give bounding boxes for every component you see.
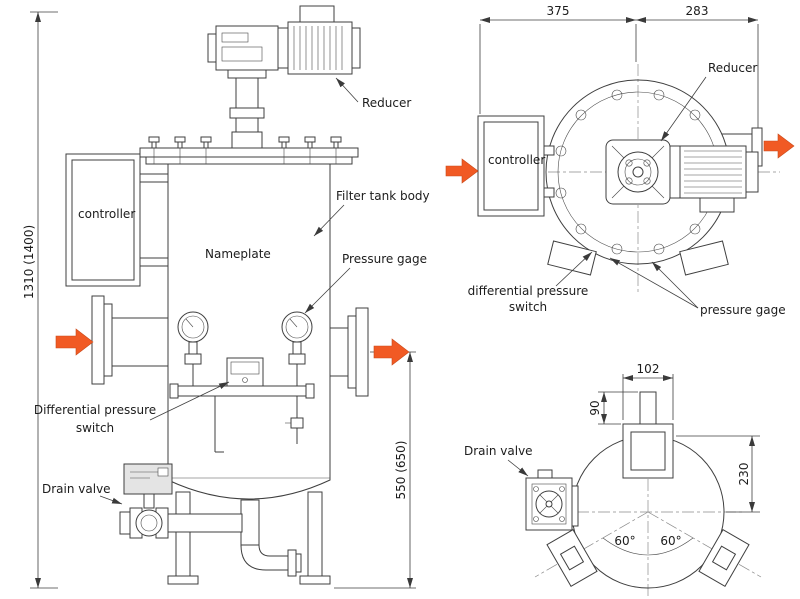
bottom-left-foot-pad: [546, 529, 598, 587]
differential-pressure-switch-shape: [226, 357, 264, 387]
filter-tank-body-shape: [167, 161, 331, 500]
gauge-manifold-assembly: [169, 311, 315, 453]
pressure-gauge-right: [281, 311, 313, 386]
bracket-height-dimension: 90: [588, 391, 638, 425]
inlet-flow-arrow-icon: [55, 328, 94, 356]
front-label-pressure-gage: Pressure gage: [342, 252, 427, 266]
top-view-inlet-flow-arrow-icon: [445, 158, 479, 184]
top-label-reducer: Reducer: [708, 61, 757, 75]
motor-fins: [293, 26, 343, 70]
bottom-right-leg-centerline: [647, 511, 762, 578]
controller-box-top: [477, 115, 555, 217]
controller-box-front: [65, 153, 169, 287]
top-flange: [139, 136, 359, 165]
front-label-drain-valve: Drain valve: [42, 482, 111, 496]
bottom-left-leg-centerline: [534, 511, 649, 578]
bottom-dim-vertical-offset: 230: [737, 463, 751, 486]
front-view: 1310 (1400): [22, 5, 430, 589]
front-label-diff-pressure-1: Differential pressure: [34, 403, 156, 417]
top-width-dimensions: 375 283: [479, 4, 759, 148]
outlet-flow-arrow-icon: [373, 338, 410, 366]
drain-valve-bottom-view: [525, 469, 579, 531]
front-label-reducer: Reducer: [362, 96, 411, 110]
reducer-motor-assembly: [207, 5, 361, 149]
outlet-pipe: [329, 307, 369, 397]
bottom-view: 102 90 230 Drain va: [464, 362, 762, 598]
top-dim-left-width: 375: [547, 4, 570, 18]
bracket-width-dimension: 102: [622, 362, 674, 420]
top-view: 375 283: [445, 4, 795, 317]
front-overall-height-dimension: 1310 (1400): [22, 11, 58, 589]
bottom-label-drain-valve: Drain valve: [464, 444, 533, 458]
top-label-pressure-gage: pressure gage: [700, 303, 786, 317]
front-outlet-height-dimension: 550 (650): [334, 351, 416, 589]
top-view-outlet-flow-arrow-icon: [763, 133, 795, 159]
angle-arc: [602, 537, 694, 556]
bottom-top-bracket: [622, 391, 674, 479]
bottom-angle-left: 60°: [614, 534, 635, 548]
front-label-filter-tank-body: Filter tank body: [336, 189, 430, 203]
front-label-controller: controller: [78, 207, 135, 221]
flange-bolts: [148, 136, 342, 164]
bottom-drain-piping: [165, 499, 302, 577]
reducer-top: [605, 139, 671, 205]
top-dim-right-width: 283: [686, 4, 709, 18]
inlet-pipe: [91, 295, 169, 385]
bottom-dim-bracket-height: 90: [588, 400, 602, 415]
front-dim-total-height: 1310 (1400): [22, 225, 36, 299]
front-view-labels: Reducer controller Filter tank body Name…: [34, 77, 430, 505]
top-label-diff-pressure-1: differential pressure: [468, 284, 589, 298]
drain-valve-front: [119, 463, 173, 539]
front-label-diff-pressure-2: switch: [76, 421, 114, 435]
front-label-nameplate: Nameplate: [205, 247, 271, 261]
top-label-controller: controller: [488, 153, 545, 167]
top-view-labels: Reducer controller differential pressure…: [468, 61, 786, 317]
pressure-gauge-left: [177, 311, 209, 386]
top-label-diff-pressure-2: switch: [509, 300, 547, 314]
bottom-angle-right: 60°: [660, 534, 681, 548]
bottom-right-foot-pad: [698, 529, 750, 587]
motor-top: [669, 145, 759, 213]
bottom-dim-bracket-width: 102: [637, 362, 660, 376]
front-dim-outlet-height: 550 (650): [394, 441, 408, 500]
vertical-offset-dimension: 230: [676, 435, 760, 513]
top-supports: [547, 240, 729, 276]
support-legs: [167, 491, 331, 585]
